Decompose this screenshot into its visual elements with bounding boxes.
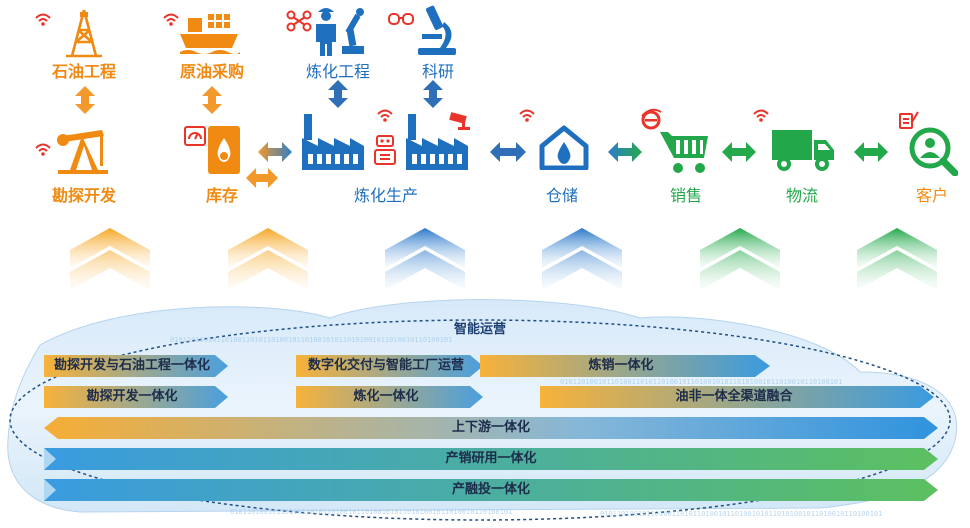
label-petroleum-engineering: 石油工程 <box>51 62 117 81</box>
band-label-omnichannel: 油非一体全渠道融合 <box>675 389 793 404</box>
band-label-refining: 炼化一体化 <box>353 389 419 404</box>
wifi-icon <box>753 109 769 122</box>
vertical-double-arrow-petroleum <box>75 86 95 114</box>
pumpjack-icon <box>57 130 108 174</box>
label-crude-purchase: 原油采购 <box>179 62 245 81</box>
band-arrow-8 <box>44 448 938 470</box>
label-customer: 客户 <box>915 186 949 205</box>
factory-icon <box>406 114 468 170</box>
platform-title: 智能运营 <box>453 322 507 337</box>
label-refining-production: 炼化生产 <box>353 186 419 205</box>
tanker-ship-icon <box>180 14 240 54</box>
customer-search-icon <box>909 127 958 176</box>
label-logistics: 物流 <box>785 186 819 205</box>
up-chevron-orange-1 <box>70 228 150 290</box>
up-chevron-blue-1 <box>385 228 465 290</box>
band-arrow-9 <box>44 479 938 501</box>
band-arrow-4 <box>44 386 228 408</box>
up-chevron-blue-2 <box>542 228 622 290</box>
up-chevron-orange-2 <box>228 228 308 290</box>
band-label-digital-delivery: 数字化交付与智能工厂运营 <box>307 358 464 373</box>
binary-texture: 0101101001011010011010110100101101001010… <box>170 336 453 344</box>
label-exploration: 勘探开发 <box>51 186 117 205</box>
band-label-refining-sales: 炼销一体化 <box>588 358 654 373</box>
binary-texture: 0101101001011010011010110100101101001010… <box>230 508 513 516</box>
band-label-upstream-downstream: 上下游一体化 <box>451 420 530 435</box>
wifi-icon <box>377 109 393 122</box>
wifi-icon <box>519 109 535 122</box>
delivery-truck-icon <box>772 130 834 171</box>
up-chevron-green-1 <box>700 228 780 290</box>
microscope-icon <box>418 5 456 55</box>
label-refining-engineering: 炼化工程 <box>305 62 371 81</box>
h-arrow-logistics-customer <box>854 142 888 162</box>
robot-arm-icon <box>342 8 364 54</box>
notepad-pen-icon <box>899 111 919 129</box>
wifi-icon <box>35 13 51 26</box>
oil-tank-icon <box>208 126 240 174</box>
binary-texture: 0101101001011010011010110100101101001010… <box>600 510 883 518</box>
band-arrow-6 <box>540 386 934 408</box>
factory-icon <box>302 114 364 170</box>
label-research: 科研 <box>421 62 455 81</box>
band-arrow-1 <box>44 355 228 377</box>
h-arrow-inventory-refining <box>258 142 292 162</box>
band-arrow-3 <box>480 355 770 377</box>
oil-derrick-icon <box>66 9 102 58</box>
band-arrow-7 <box>44 417 938 439</box>
gauge-meter-icon <box>184 126 206 146</box>
label-sales: 销售 <box>669 186 703 205</box>
wifi-icon <box>163 13 179 26</box>
label-inventory: 库存 <box>205 186 239 205</box>
warehouse-icon <box>539 125 589 170</box>
h-arrow-sales-logistics <box>722 142 756 162</box>
vertical-double-arrow-research <box>423 80 443 108</box>
vertical-double-arrow-purchase <box>202 86 222 114</box>
cloud-dashed-ring <box>9 319 951 521</box>
label-storage: 仓储 <box>545 186 579 205</box>
drone-icon <box>286 10 312 32</box>
vr-goggles-icon <box>388 13 414 25</box>
shopping-cart-icon <box>660 132 708 173</box>
binary-texture: 0101101001011010011010110100101101001010… <box>560 378 843 386</box>
vertical-double-arrow-refining-eng <box>328 80 348 108</box>
band-arrow-5 <box>296 386 483 408</box>
wifi-icon <box>35 143 51 156</box>
band-label-production-sales-research: 产销研用一体化 <box>445 451 537 466</box>
engineer-worker-icon <box>316 8 336 56</box>
band-arrow-2 <box>296 355 483 377</box>
band-label-exploration: 勘探开发一体化 <box>86 389 178 404</box>
ie-browser-icon <box>641 108 662 130</box>
h-arrow-inventory-lower <box>246 168 278 188</box>
robot-icon <box>374 135 396 165</box>
h-arrow-refining-storage <box>490 142 526 162</box>
band-label-exploration-petroleum: 勘探开发与石油工程一体化 <box>53 358 210 373</box>
band-label-finance-investment: 产融投一体化 <box>451 482 530 497</box>
camera-icon <box>449 112 470 130</box>
h-arrow-storage-sales <box>608 142 642 162</box>
up-chevron-green-2 <box>857 228 937 290</box>
